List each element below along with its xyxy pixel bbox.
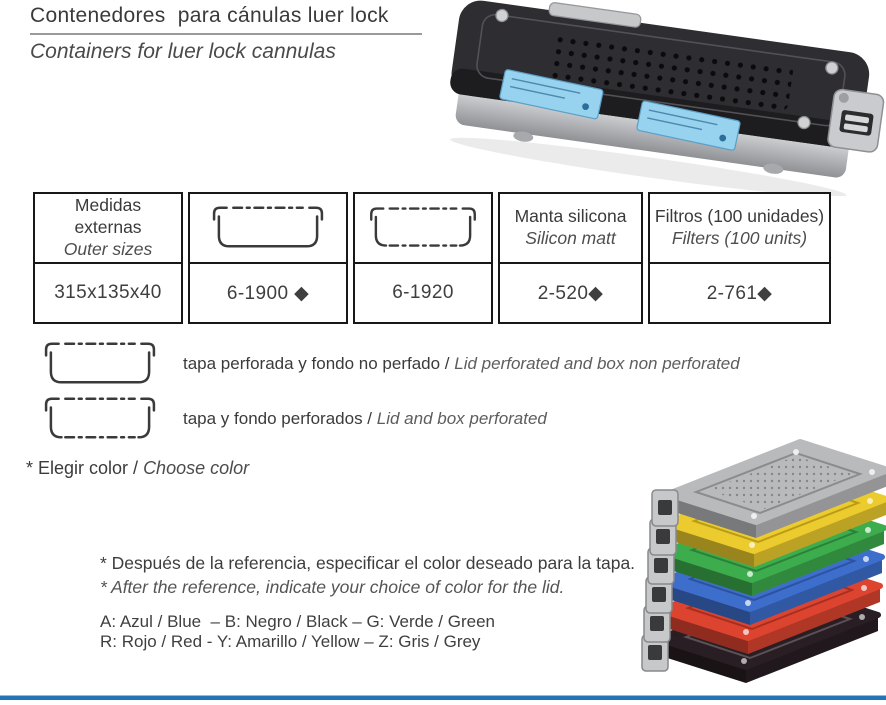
legend-text-en: Lid and box perforated [376,409,547,428]
table-col-filters: Filtros (100 unidades) Filters (100 unit… [648,192,831,324]
container-photo-image [450,0,885,196]
page-title: Contenedores para cánulas luer lock [30,4,389,27]
table-cell-ref: 2-761◆ [706,282,773,304]
lid-perforation-holes [550,32,793,112]
col-header [355,194,491,264]
choose-color-es: * Elegir color / [26,458,139,478]
tray-lid-perforated-icon [44,342,156,384]
col-header: Manta silicona Silicon matt [500,194,641,264]
footnote-en: * After the reference, indicate your cho… [100,576,565,597]
col-header-en: Outer sizes [63,238,153,259]
tray-lid-and-box-perforated-icon [44,397,156,439]
table-cell-size: 315x135x40 [54,282,162,303]
id-label [499,69,604,120]
choose-color-note: * Elegir color / Choose color [26,458,249,479]
table-cell-ref: 6-1900 ◆ [226,282,310,304]
color-codes-line-2: R: Rojo / Red - Y: Amarillo / Yellow – Z… [100,632,481,652]
table-col-silicon-matt: Manta silicona Silicon matt 2-520◆ [498,192,643,324]
color-codes-line-1: A: Azul / Blue – B: Negro / Black – G: V… [100,611,495,631]
lid-knob [825,61,839,75]
lid-grey [651,439,886,538]
col-header-en: Silicon matt [525,228,616,248]
bottom-accent-line [0,695,886,700]
container-latch [827,88,885,153]
legend-text-es: tapa perforada y fondo no perfado / [183,354,450,373]
table-col-lid-and-box-perforated: 6-1920 [353,192,493,324]
tray-lid-and-box-perforated-icon [370,207,476,247]
lid-color-stack-image [641,439,886,683]
col-header-es: Manta silicona [514,206,627,227]
table-cell-ref: 2-520◆ [537,282,604,304]
lid-handle [548,2,642,28]
page-header: Contenedores para cánulas luer lock Cont… [30,4,430,64]
product-table: Medidas externas Outer sizes 315x135x40 … [33,192,831,324]
tray-lid-perforated-icon [212,206,324,248]
table-col-lid-perforated: 6-1900 ◆ [188,192,348,324]
col-header-es: Filtros (100 unidades) [654,206,825,227]
col-header-en: Filters (100 units) [671,228,808,248]
col-header [190,194,346,264]
legend-text-en: Lid perforated and box non perforated [454,354,740,373]
footnote-es: * Después de la referencia, especificar … [100,553,636,573]
id-label [636,100,741,151]
col-header: Medidas externas Outer sizes [35,194,181,264]
choose-color-en: Choose color [143,458,250,478]
legend-lid-and-box-perforated: tapa y fondo perforados / Lid and box pe… [35,393,547,445]
table-col-outer-sizes: Medidas externas Outer sizes 315x135x40 [33,192,183,324]
table-cell-ref: 6-1920 [392,282,454,303]
lid-knob [495,8,509,23]
legend-lid-perforated: tapa perforada y fondo no perfado / Lid … [35,338,740,390]
lid-knob [797,115,811,130]
page-subtitle: Containers for luer lock cannulas [30,40,336,63]
legend-text-es: tapa y fondo perforados / [183,409,373,428]
footnotes: * Después de la referencia, especificar … [100,553,635,653]
title-divider [30,33,422,35]
col-header: Filtros (100 unidades) Filters (100 unit… [650,194,829,264]
col-header-es: Medidas externas [74,195,142,238]
